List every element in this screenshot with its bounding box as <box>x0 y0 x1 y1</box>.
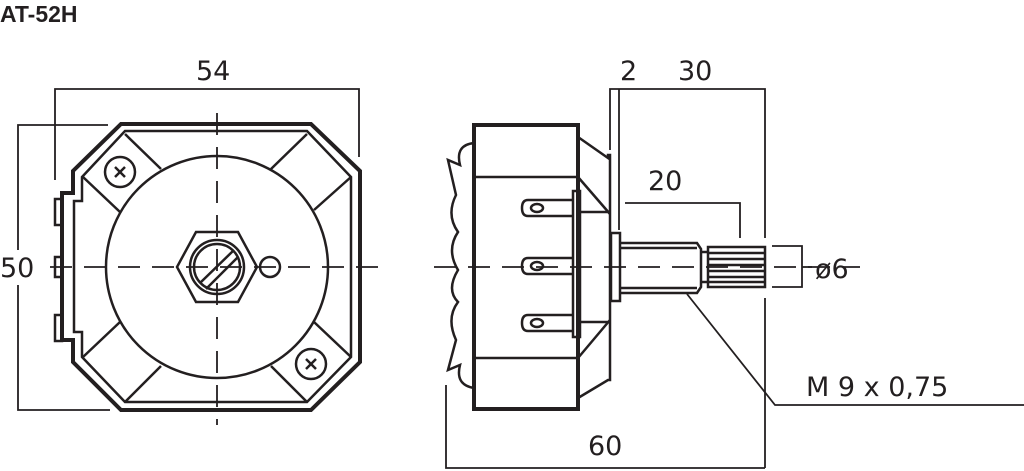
center-lines <box>50 113 382 425</box>
side-tabs <box>53 197 64 343</box>
housing-outline <box>60 122 362 412</box>
terminals <box>520 198 572 333</box>
height-dimension <box>17 124 110 411</box>
width-dimension-label: 54 <box>196 56 230 87</box>
screw-icon <box>103 155 137 189</box>
shaft-dimension-label: 30 <box>678 56 712 87</box>
overall-length-label: 60 <box>588 431 622 462</box>
screw-icon <box>294 347 328 381</box>
corner-ribs <box>82 133 352 403</box>
diameter-label: ø6 <box>815 254 849 285</box>
model-title: AT-52H <box>0 1 78 27</box>
width-dimension <box>54 88 360 180</box>
thread-length-label: 20 <box>648 166 682 197</box>
flange-dimension-label: 2 <box>620 56 637 87</box>
front-view: 54 50 <box>0 56 382 425</box>
shaft <box>620 241 767 295</box>
height-dimension-label: 50 <box>0 253 34 284</box>
thread-label: M 9 x 0,75 <box>806 372 948 403</box>
side-view: 2 30 20 ø6 M 9 x 0,75 60 <box>434 56 1024 469</box>
dimension-lines <box>445 88 1024 469</box>
